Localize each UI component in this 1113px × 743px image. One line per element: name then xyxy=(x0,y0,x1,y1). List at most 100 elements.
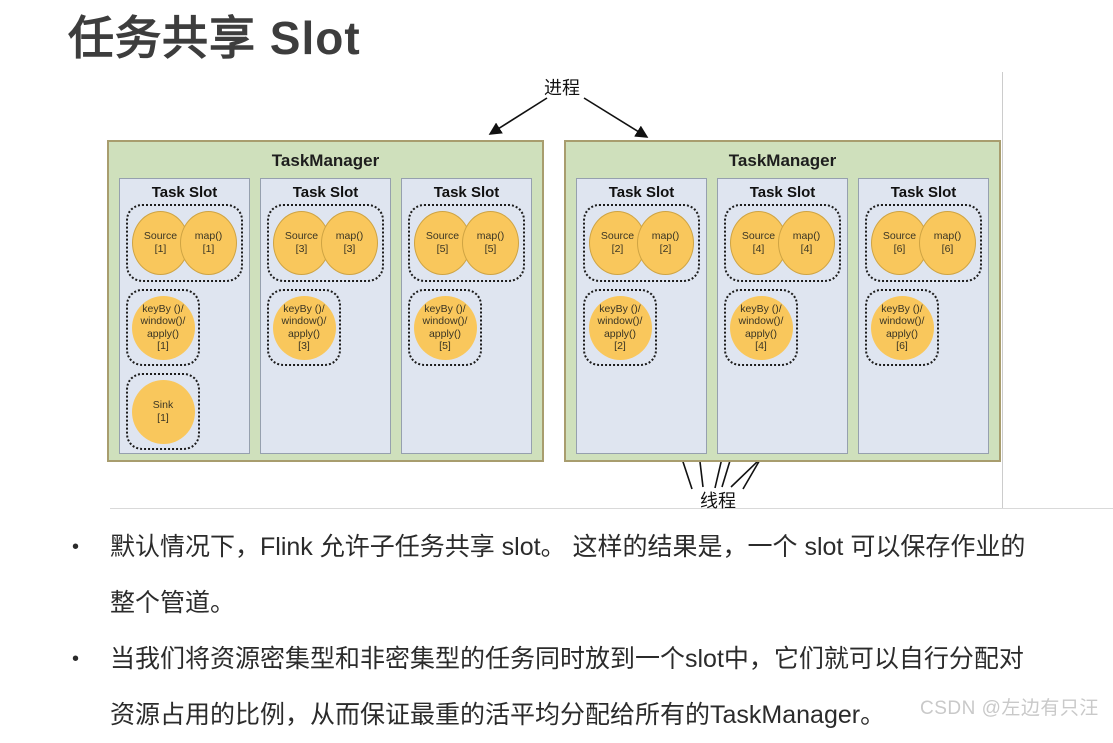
task-circle-keyby-2: keyBy ()/ window()/ apply() [2] xyxy=(588,295,652,360)
bullet-marker: • xyxy=(72,648,80,670)
page-title: 任务共享 Slot xyxy=(68,12,361,64)
task-label: keyBy ()/ window()/ apply() xyxy=(738,302,784,340)
task-label: Source xyxy=(600,229,635,242)
task-circle-source-3: Source [3] xyxy=(273,211,330,275)
task-index: [2] xyxy=(659,243,672,255)
task-slot-3: Task Slot Source [3] map() [3] keyBy ()/… xyxy=(260,178,391,454)
taskmanager-1: TaskManager Task Slot Source [1] map() [… xyxy=(107,140,544,462)
task-circle-map-6: map() [6] xyxy=(919,211,976,275)
task-group-keyby-1: keyBy ()/ window()/ apply() [1] xyxy=(126,289,200,366)
task-slot-2: Task Slot Source [2] map() [2] keyBy ()/… xyxy=(576,178,707,454)
task-label: Sink xyxy=(152,399,174,412)
task-group-source-map-4: Source [4] map() [4] xyxy=(724,204,841,282)
task-label: keyBy ()/ window()/ apply() xyxy=(879,302,925,340)
task-label: map() xyxy=(651,229,680,242)
task-index: [6] xyxy=(893,243,906,255)
task-circle-source-6: Source [6] xyxy=(871,211,928,275)
bullet-text: 当我们将资源密集型和非密集型的任务同时放到一个slot中，它们就可以自行分配对资… xyxy=(110,645,1024,729)
task-label: Source xyxy=(143,229,178,242)
task-label: Source xyxy=(741,229,776,242)
task-group-source-map-3: Source [3] map() [3] xyxy=(267,204,384,282)
list-item: • 当我们将资源密集型和非密集型的任务同时放到一个slot中，它们就可以自行分配… xyxy=(72,631,1040,743)
task-label: Source xyxy=(284,229,319,242)
task-index: [3] xyxy=(295,243,308,255)
task-label: map() xyxy=(792,229,821,242)
task-index: [3] xyxy=(298,339,310,352)
task-circle-sink-1: Sink [1] xyxy=(131,379,195,444)
pane-border-horizontal xyxy=(110,508,1113,509)
task-label: keyBy ()/ window()/ apply() xyxy=(597,302,643,340)
process-arrows xyxy=(488,97,649,138)
task-group-keyby-3: keyBy ()/ window()/ apply() [3] xyxy=(267,289,341,366)
task-circle-map-2: map() [2] xyxy=(637,211,694,275)
task-index: [4] xyxy=(800,243,813,255)
task-circle-map-4: map() [4] xyxy=(778,211,835,275)
task-index: [1] xyxy=(202,243,215,255)
task-label: map() xyxy=(476,229,505,242)
task-group-source-map-5: Source [5] map() [5] xyxy=(408,204,525,282)
task-index: [3] xyxy=(343,243,356,255)
task-circle-source-1: Source [1] xyxy=(132,211,189,275)
task-slot-label: Task Slot xyxy=(151,184,218,201)
task-group-keyby-4: keyBy ()/ window()/ apply() [4] xyxy=(724,289,798,366)
task-index: [4] xyxy=(752,243,765,255)
task-index: [2] xyxy=(614,339,626,352)
task-label: map() xyxy=(194,229,223,242)
task-circle-map-1: map() [1] xyxy=(180,211,237,275)
bullet-list: • 默认情况下，Flink 允许子任务共享 slot。 这样的结果是，一个 sl… xyxy=(72,519,1040,743)
task-slot-label: Task Slot xyxy=(433,184,500,201)
task-circle-keyby-6: keyBy ()/ window()/ apply() [6] xyxy=(870,295,934,360)
taskmanager-2: TaskManager Task Slot Source [2] map() [… xyxy=(564,140,1001,462)
taskmanager-1-slots: Task Slot Source [1] map() [1] keyBy ()/… xyxy=(109,178,542,454)
task-group-source-map-6: Source [6] map() [6] xyxy=(865,204,982,282)
task-label: Source xyxy=(425,229,460,242)
task-label: keyBy ()/ window()/ apply() xyxy=(281,302,327,340)
task-index: [6] xyxy=(941,243,954,255)
task-group-source-map-2: Source [2] map() [2] xyxy=(583,204,700,282)
bullet-text: 默认情况下，Flink 允许子任务共享 slot。 这样的结果是，一个 slot… xyxy=(110,533,1026,617)
task-group-sink-1: Sink [1] xyxy=(126,373,200,450)
task-index: [1] xyxy=(154,243,167,255)
bullet-marker: • xyxy=(72,536,80,558)
task-label: keyBy ()/ window()/ apply() xyxy=(140,302,186,340)
task-label: Source xyxy=(882,229,917,242)
task-index: [1] xyxy=(157,339,169,352)
task-group-keyby-5: keyBy ()/ window()/ apply() [5] xyxy=(408,289,482,366)
task-slot-label: Task Slot xyxy=(749,184,816,201)
task-index: [5] xyxy=(436,243,449,255)
taskmanager-1-label: TaskManager xyxy=(271,151,380,170)
task-label: map() xyxy=(335,229,364,242)
task-index: [2] xyxy=(611,243,624,255)
task-slot-label: Task Slot xyxy=(292,184,359,201)
task-circle-keyby-5: keyBy ()/ window()/ apply() [5] xyxy=(413,295,477,360)
task-circle-map-5: map() [5] xyxy=(462,211,519,275)
task-index: [1] xyxy=(157,411,169,424)
task-circle-map-3: map() [3] xyxy=(321,211,378,275)
task-circle-keyby-4: keyBy ()/ window()/ apply() [4] xyxy=(729,295,793,360)
watermark: CSDN @左边有只汪 xyxy=(920,698,1099,719)
task-index: [5] xyxy=(439,339,451,352)
task-circle-source-4: Source [4] xyxy=(730,211,787,275)
task-index: [6] xyxy=(896,339,908,352)
task-index: [5] xyxy=(484,243,497,255)
pane-border-vertical xyxy=(1002,72,1003,509)
task-slot-5: Task Slot Source [5] map() [5] keyBy ()/… xyxy=(401,178,532,454)
task-circle-keyby-1: keyBy ()/ window()/ apply() [1] xyxy=(131,295,195,360)
task-circle-keyby-3: keyBy ()/ window()/ apply() [3] xyxy=(272,295,336,360)
task-label: keyBy ()/ window()/ apply() xyxy=(422,302,468,340)
list-item: • 默认情况下，Flink 允许子任务共享 slot。 这样的结果是，一个 sl… xyxy=(72,519,1040,631)
task-label: map() xyxy=(933,229,962,242)
task-group-source-map-1: Source [1] map() [1] xyxy=(126,204,243,282)
task-slot-1: Task Slot Source [1] map() [1] keyBy ()/… xyxy=(119,178,250,454)
task-slot-6: Task Slot Source [6] map() [6] keyBy ()/… xyxy=(858,178,989,454)
task-slot-label: Task Slot xyxy=(608,184,675,201)
task-slot-label: Task Slot xyxy=(890,184,957,201)
task-group-keyby-6: keyBy ()/ window()/ apply() [6] xyxy=(865,289,939,366)
task-slot-4: Task Slot Source [4] map() [4] keyBy ()/… xyxy=(717,178,848,454)
thread-label: 线程 xyxy=(700,491,736,511)
task-group-keyby-2: keyBy ()/ window()/ apply() [2] xyxy=(583,289,657,366)
taskmanager-2-label: TaskManager xyxy=(728,151,837,170)
task-index: [4] xyxy=(755,339,767,352)
process-label: 进程 xyxy=(544,78,580,98)
task-circle-source-5: Source [5] xyxy=(414,211,471,275)
